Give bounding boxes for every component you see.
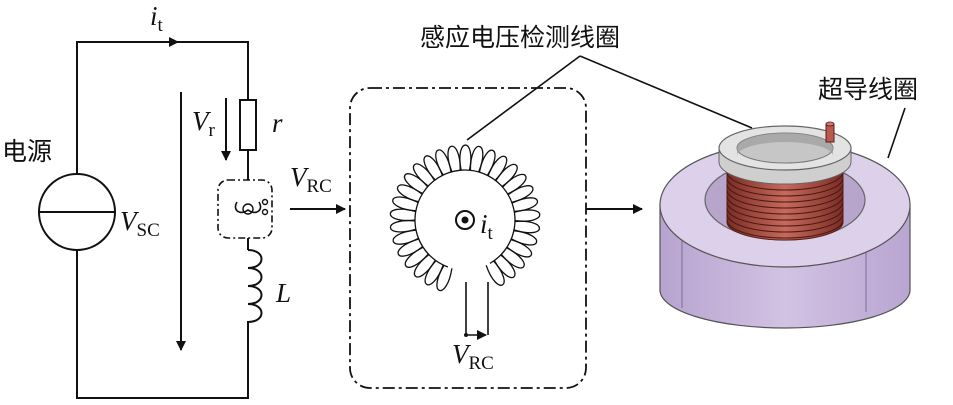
sc-coil-leader — [887, 107, 906, 159]
winding-turn — [726, 189, 844, 209]
power-source-symbol — [38, 173, 116, 298]
inductor-label: L — [275, 278, 291, 308]
winding-turn — [726, 177, 844, 197]
resistor-label: r — [272, 108, 283, 138]
vr-label: Vr — [192, 106, 216, 141]
winding-turn — [726, 183, 844, 203]
lead-dot — [464, 333, 468, 337]
top-wire — [76, 41, 249, 180]
toroid-loop — [478, 149, 496, 176]
toroid-loop — [459, 144, 472, 171]
current-label: it — [150, 1, 164, 36]
toroid-loop — [511, 197, 539, 213]
toroid-coil — [389, 144, 541, 292]
coil-enlarged-box — [349, 87, 587, 389]
power-source-label: 电源 — [2, 137, 52, 166]
coil-leader-1 — [466, 55, 581, 141]
probe-output-label: VRC — [452, 339, 494, 374]
probe-current-label: it — [480, 209, 494, 244]
toroid-loop — [389, 219, 417, 233]
toroid-loop — [436, 265, 453, 292]
sc-coil-label: 超导线圈 — [818, 75, 918, 104]
vsc-label: VSC — [120, 206, 160, 241]
toroid-loop — [397, 184, 423, 203]
center-conductor-dot — [461, 216, 469, 224]
inductor-L — [247, 249, 263, 330]
coil-label: 感应电压检测线圈 — [420, 23, 620, 52]
coil-leader-2 — [579, 55, 753, 129]
copper-windings — [726, 171, 844, 239]
toroid-loop — [514, 209, 541, 222]
winding-turn — [726, 195, 844, 215]
winding-turn — [726, 219, 844, 239]
small-probe — [217, 179, 273, 239]
winding-turn — [726, 207, 844, 227]
resistor-r — [239, 99, 257, 151]
toroid-core — [414, 169, 516, 268]
winding-turn — [726, 171, 844, 191]
toroid-loop — [392, 196, 419, 212]
winding-turn — [726, 201, 844, 221]
winding-turn — [726, 213, 844, 233]
bottom-wire — [76, 298, 249, 399]
toroid-loop — [485, 260, 505, 286]
superconducting-coil-3d — [659, 121, 911, 329]
vrc-label: VRC — [290, 162, 332, 197]
toroid-loop — [506, 238, 532, 258]
